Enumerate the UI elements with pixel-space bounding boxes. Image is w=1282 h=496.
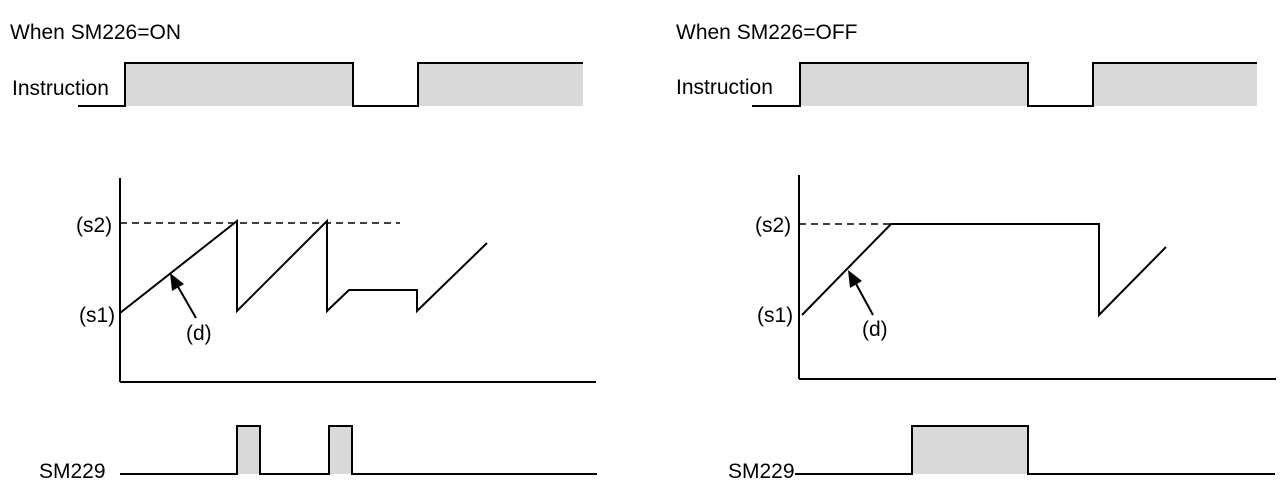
- right-flag-label: SM229: [728, 460, 795, 483]
- right-d-pointer-line: [854, 281, 874, 316]
- right-panel: When SM226=OFF Instruction (s2) (s1) (d)…: [676, 21, 1276, 483]
- left-s2-label: (s2): [76, 214, 112, 237]
- right-s1-label: (s1): [757, 304, 793, 327]
- left-d-arrowhead: [170, 273, 184, 291]
- right-instruction-pulse-2: [1093, 63, 1257, 106]
- left-instruction-pulse-2: [418, 63, 583, 106]
- right-d-label: (d): [862, 318, 888, 341]
- left-s1-label: (s1): [79, 304, 115, 327]
- right-flag-pulse: [912, 426, 1028, 474]
- left-flag-waveform: [120, 425, 597, 475]
- left-flag-pulse-2: [329, 426, 352, 474]
- left-title: When SM226=ON: [10, 21, 181, 44]
- left-instruction-waveform: [78, 62, 583, 107]
- right-title: When SM226=OFF: [676, 21, 857, 44]
- right-instruction-pulse-1: [800, 63, 1028, 106]
- right-s2-label: (s2): [755, 214, 791, 237]
- right-d-arrowhead: [848, 270, 862, 288]
- left-instruction-label: Instruction: [12, 77, 109, 100]
- left-ramp-waveform: [119, 218, 488, 314]
- right-flag-waveform: [795, 425, 1275, 475]
- right-instruction-waveform: [752, 62, 1257, 107]
- left-flag-label: SM229: [39, 460, 106, 483]
- right-instruction-label: Instruction: [676, 76, 773, 99]
- left-d-label: (d): [186, 322, 212, 345]
- left-d-pointer-line: [176, 284, 197, 319]
- right-ramp-waveform: [801, 223, 1167, 318]
- left-instruction-pulse-1: [125, 63, 353, 106]
- left-flag-pulse-1: [237, 426, 260, 474]
- left-panel: When SM226=ON Instruction (s2) (s1) (d) …: [10, 21, 597, 483]
